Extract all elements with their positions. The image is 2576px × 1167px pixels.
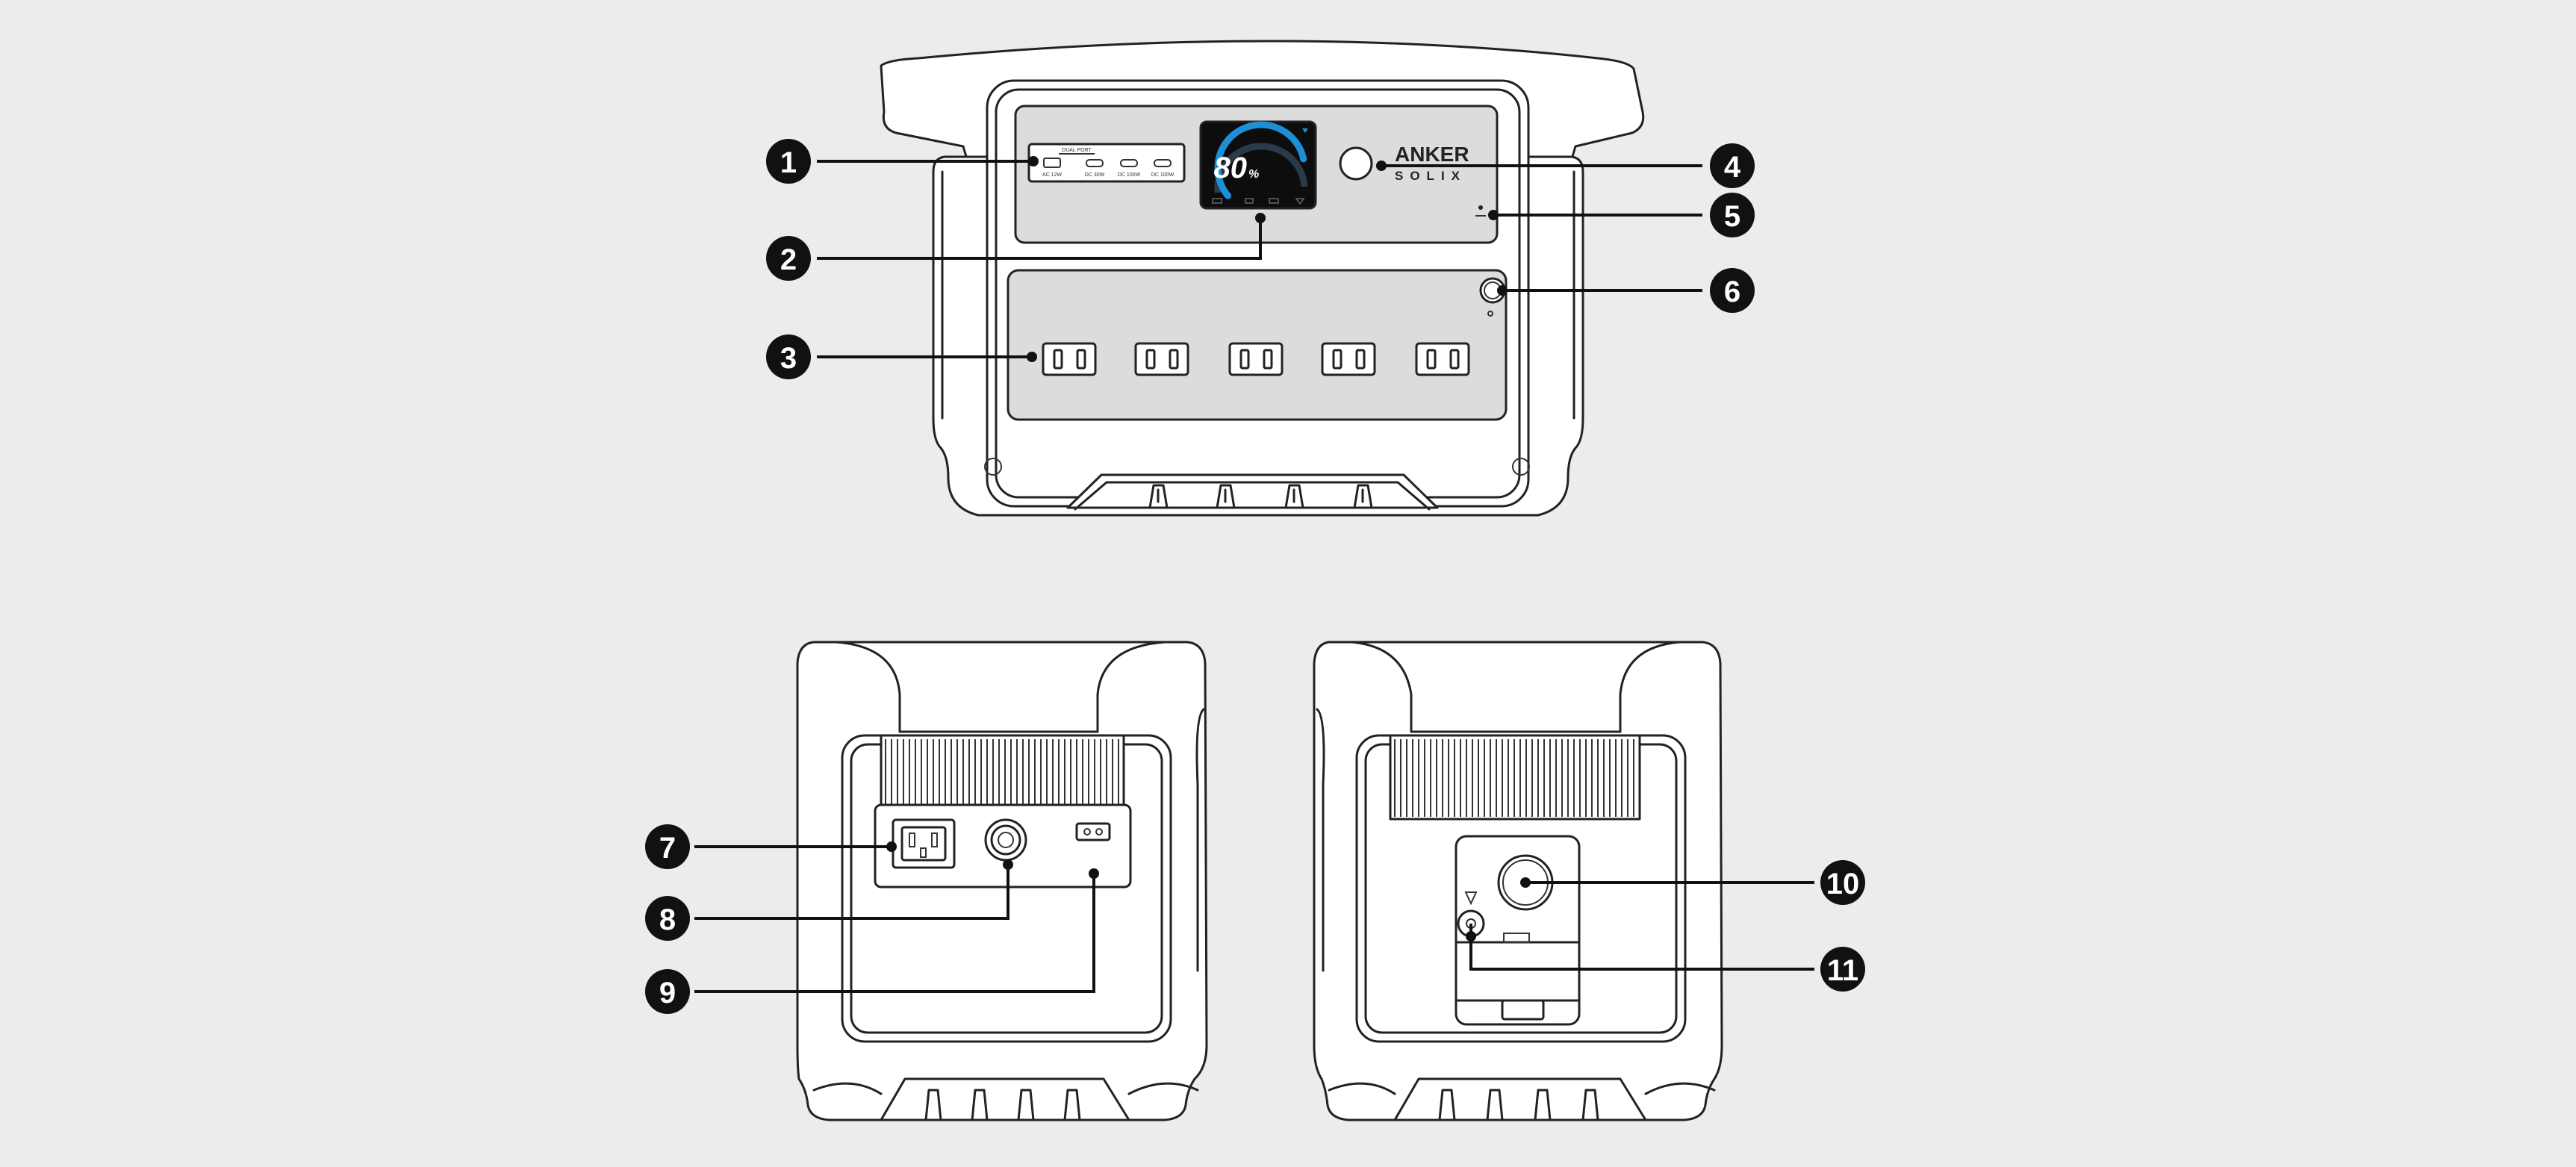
right-side-view — [1313, 641, 1723, 1121]
ac-outlet[interactable] — [1134, 342, 1189, 376]
ground-icon — [1464, 891, 1478, 906]
dc-port-group: DUAL PORT AC 12W DC 30W DC 100W DC 100W — [1027, 143, 1186, 183]
dual-port-label: DUAL PORT — [1062, 148, 1092, 153]
port-label: DC 30W — [1085, 172, 1105, 178]
dc-icon — [1245, 198, 1254, 204]
expansion-port[interactable] — [1075, 822, 1111, 841]
battery-gauge-arc — [1214, 121, 1307, 199]
ac-outlets — [1042, 342, 1470, 376]
ac-outlet[interactable] — [1042, 342, 1097, 376]
port-label: DC 100W — [1151, 172, 1175, 178]
vent-slats — [885, 739, 1119, 806]
ac-indicator-icon — [1487, 311, 1493, 317]
callout-5: 5 — [1710, 193, 1755, 237]
callout-1: 1 — [766, 139, 811, 184]
callout-8: 8 — [645, 896, 690, 941]
callout-4: 4 — [1710, 143, 1755, 188]
svg-text:10: 10 — [1826, 868, 1860, 900]
svg-text:3: 3 — [780, 342, 797, 375]
port-label: AC 12W — [1042, 172, 1062, 178]
svg-text:4: 4 — [1724, 151, 1741, 184]
lcd-display: 80 % — [1199, 120, 1317, 210]
svg-text:5: 5 — [1724, 200, 1740, 233]
svg-text:11: 11 — [1827, 954, 1858, 987]
screw — [984, 458, 1002, 476]
ac-outlet[interactable] — [1228, 342, 1284, 376]
vent-slats — [1394, 739, 1634, 817]
wifi-icon — [1295, 198, 1305, 205]
status-indicator — [1478, 205, 1483, 210]
svg-text:2: 2 — [780, 243, 797, 276]
callout-3: 3 — [766, 334, 811, 379]
signal-icon — [1302, 128, 1308, 133]
callout-6: 6 — [1710, 268, 1755, 313]
battery-icon — [1269, 198, 1279, 204]
callout-11: 11 — [1820, 947, 1865, 992]
percent-sign: % — [1248, 168, 1259, 181]
usb-c-port-icon — [1154, 159, 1172, 167]
left-side-view — [796, 641, 1208, 1121]
svg-text:7: 7 — [659, 832, 676, 865]
callout-9: 9 — [645, 969, 690, 1014]
brand-logo-line2: SOLIX — [1395, 169, 1466, 183]
callout-2: 2 — [766, 236, 811, 281]
brand-logo-line1: ANKER — [1395, 143, 1469, 166]
usb-c-port-icon — [1086, 159, 1104, 167]
usb-a-port-icon — [1043, 158, 1061, 168]
svg-text:6: 6 — [1724, 276, 1740, 308]
usb-c-port-icon — [1120, 159, 1138, 167]
base-feet — [1066, 473, 1439, 509]
power-button[interactable] — [1339, 146, 1373, 181]
callout-7: 7 — [645, 824, 690, 869]
svg-text:9: 9 — [659, 977, 676, 1009]
battery-percent: 80 — [1214, 152, 1248, 184]
callout-10: 10 — [1820, 860, 1865, 905]
svg-text:8: 8 — [659, 903, 676, 936]
port-label: DC 100W — [1118, 172, 1141, 178]
svg-text:1: 1 — [780, 146, 797, 179]
ac-outlet[interactable] — [1321, 342, 1376, 376]
front-view: DUAL PORT AC 12W DC 30W DC 100W DC 100W … — [880, 40, 1645, 517]
ac-outlet[interactable] — [1415, 342, 1470, 376]
leader-lines — [694, 156, 1814, 993]
cooling-vent — [880, 734, 1125, 812]
screw — [1512, 458, 1530, 476]
ac-icon — [1212, 198, 1222, 204]
